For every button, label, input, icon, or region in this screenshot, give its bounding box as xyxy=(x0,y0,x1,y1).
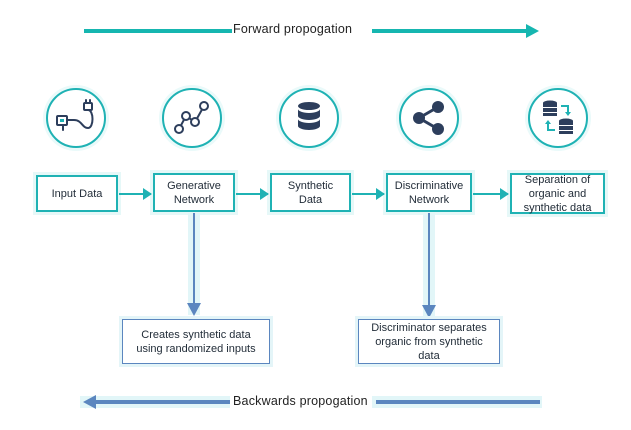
separation-box: Separation of organic and synthetic data xyxy=(510,173,605,214)
discriminative-network-label: Discriminative Network xyxy=(394,179,464,206)
backward-propagation-label: Backwards propogation xyxy=(233,394,368,408)
synthetic-data-box: Synthetic Data xyxy=(270,173,351,212)
generative-network-label: Generative Network xyxy=(167,179,221,206)
discriminator-output-box: Discriminator separates organic from syn… xyxy=(358,319,500,364)
generative-down-arrowhead xyxy=(187,303,201,316)
generative-output-box: Creates synthetic data using randomized … xyxy=(122,319,270,364)
arrow-discriminative-to-separation xyxy=(473,188,509,200)
discriminative-down-line xyxy=(428,213,430,307)
forward-propagation-label: Forward propogation xyxy=(233,22,353,36)
input-data-box: Input Data xyxy=(36,175,118,212)
arrow-generative-to-synthetic xyxy=(236,188,269,200)
generative-network-box: Generative Network xyxy=(153,173,235,212)
synthetic-data-label: Synthetic Data xyxy=(287,179,334,206)
database-icon xyxy=(279,88,339,148)
input-data-label: Input Data xyxy=(51,187,103,200)
arrow-input-to-generative xyxy=(119,188,152,200)
share-icon xyxy=(399,88,459,148)
backward-arrowhead xyxy=(83,395,96,409)
generative-down-line xyxy=(193,213,195,305)
separation-label: Separation of organic and synthetic data xyxy=(523,173,592,214)
database-transfer-icon xyxy=(528,88,588,148)
backward-line-right xyxy=(376,400,540,404)
node-graph-icon xyxy=(162,88,222,148)
discriminative-down-arrowhead xyxy=(422,305,436,318)
usb-cable-icon xyxy=(46,88,106,148)
forward-line-left xyxy=(84,29,232,33)
backward-line-left xyxy=(94,400,230,404)
arrow-synthetic-to-discriminative xyxy=(352,188,385,200)
forward-arrowhead xyxy=(526,24,539,38)
discriminative-network-box: Discriminative Network xyxy=(386,173,472,212)
generative-output-label: Creates synthetic data using randomized … xyxy=(136,328,256,355)
discriminator-output-label: Discriminator separates organic from syn… xyxy=(371,321,487,362)
forward-line-right xyxy=(372,29,528,33)
